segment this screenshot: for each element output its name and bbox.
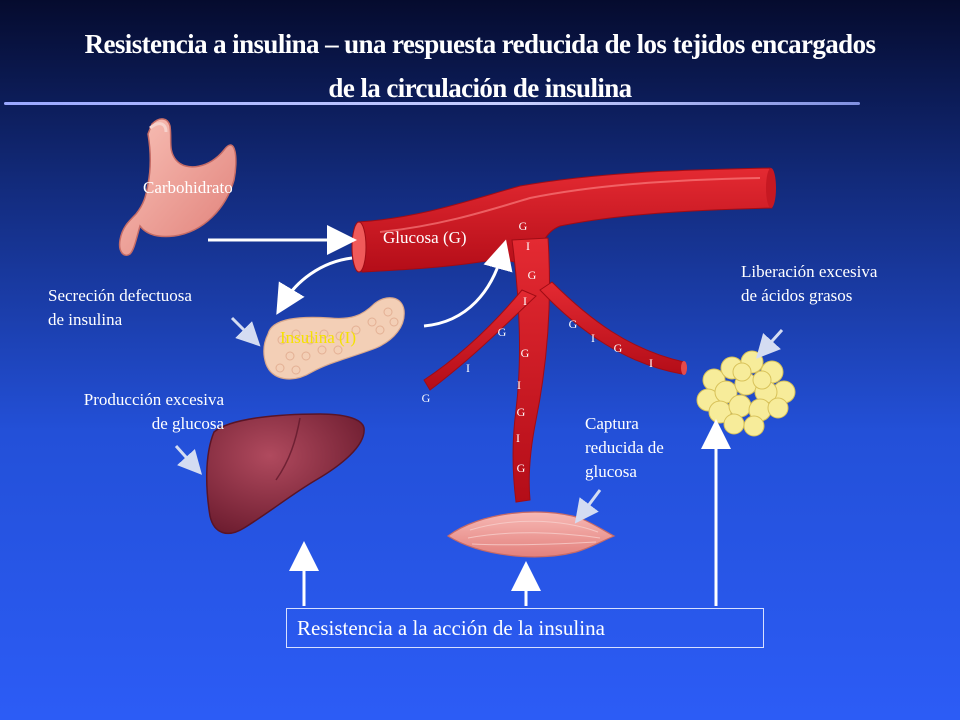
vessel-marker-glucose: G: [517, 405, 526, 419]
label-carbohidrato: Carbohidrato: [143, 178, 233, 197]
fat-tissue-icon: [696, 350, 796, 437]
insulin-to-vessel-arrow: [423, 239, 513, 328]
blood-vessel: [351, 167, 776, 503]
vessel-marker-glucose: G: [569, 317, 578, 331]
vessel-marker-insulin: I: [517, 378, 521, 392]
vessel-marker-glucose: G: [614, 341, 623, 355]
resistance-arrows: [289, 419, 731, 606]
vessel-marker-glucose: G: [519, 219, 528, 233]
vessel-marker-glucose: G: [422, 391, 431, 405]
label-liberacion-excesiva: Liberación excesiva de ácidos grasos: [741, 260, 877, 308]
label-insulina: Insulina (I): [280, 328, 357, 347]
stomach-icon: [118, 118, 237, 256]
label-secrecion-line-2: de insulina: [48, 310, 123, 329]
label-glucosa: Glucosa (G): [383, 228, 467, 247]
vessel-marker-insulin: I: [466, 361, 470, 375]
label-secrecion-line-1: Secreción defectuosa: [48, 286, 192, 305]
vessel-marker-glucose: G: [517, 461, 526, 475]
vessel-marker-glucose: G: [528, 268, 537, 282]
muscle-icon: [446, 511, 616, 558]
vessel-marker-insulin: I: [516, 431, 520, 445]
label-captura-reducida: Captura reducida de glucosa: [585, 412, 664, 484]
vessel-marker-insulin: I: [526, 239, 530, 253]
slide-title: Resistencia a insulina – una respuesta r…: [0, 22, 960, 110]
pointer-arrows: [174, 316, 784, 524]
vessel-marker-glucose: G: [498, 325, 507, 339]
flow-arrows: [208, 225, 513, 328]
title-underline: [4, 102, 860, 105]
label-produccion-excesiva: Producción excesiva de glucosa: [40, 388, 224, 436]
title-line-2: de la circulación de insulina: [328, 73, 632, 103]
vessel-marker-insulin: I: [649, 356, 653, 370]
resistance-box: Resistencia a la acción de la insulina: [286, 608, 764, 648]
label-secrecion-defectuosa: Secreción defectuosa de insulina: [48, 284, 192, 332]
vessel-marker-insulin: I: [523, 294, 527, 308]
glucose-to-pancreas-arrow: [276, 256, 353, 315]
label-liberacion-line-2: de ácidos grasos: [741, 286, 853, 305]
pancreas-icon: [263, 297, 405, 380]
label-captura-line-1: Captura: [585, 414, 639, 433]
label-produccion-line-2: de glucosa: [151, 414, 224, 433]
liver-icon: [206, 413, 365, 535]
title-line-1: Resistencia a insulina – una respuesta r…: [84, 29, 876, 59]
label-captura-line-2: reducida de: [585, 438, 664, 457]
vessel-marker-insulin: I: [591, 331, 595, 345]
label-liberacion-line-1: Liberación excesiva: [741, 262, 878, 281]
label-captura-line-3: glucosa: [585, 462, 637, 481]
label-produccion-line-1: Producción excesiva: [83, 390, 224, 409]
vessel-marker-glucose: G: [521, 346, 530, 360]
